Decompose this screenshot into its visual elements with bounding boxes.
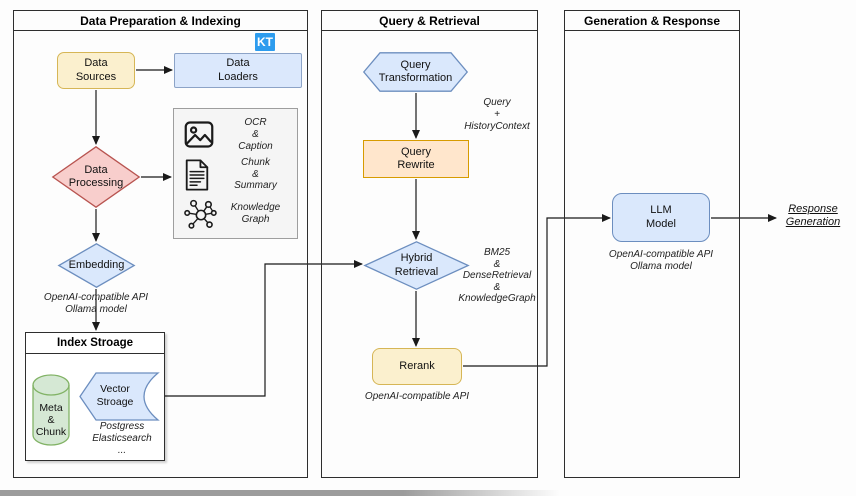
arrow-vector-storage-to-hybrid-retrieval <box>159 260 363 397</box>
vector-storage-shape <box>79 372 160 421</box>
image-icon <box>184 121 222 148</box>
node-hybrid-retrieval: Hybrid Retrieval <box>394 252 439 278</box>
node-vector-storage: Vector Stroage <box>96 383 134 408</box>
document-icon <box>184 158 222 191</box>
query-transformation-hexagon <box>362 52 469 92</box>
processing-methods-box: OCR & Caption Chunk & Summary <box>173 108 298 239</box>
meta-chunk-cylinder <box>32 374 70 446</box>
graph-icon <box>184 198 222 230</box>
index-storage-title: Index Stroage <box>26 333 164 354</box>
processing-label-chunk: Chunk & Summary <box>234 156 277 192</box>
note-rerank-api: OpenAI-compatible API <box>364 391 470 402</box>
processing-label-ocr: OCR & Caption <box>238 117 273 152</box>
section-query-retrieval: Query & Retrieval <box>321 10 538 478</box>
section-title-generation-response: Generation & Response <box>565 11 739 31</box>
node-embedding: Embedding <box>68 258 125 271</box>
data-processing-diamond <box>51 146 141 208</box>
embedding-diamond <box>57 243 136 288</box>
processing-row-ocr: OCR & Caption <box>184 115 289 155</box>
node-data-loaders: Data Loaders <box>174 53 302 88</box>
bottom-edge-artifact <box>0 490 560 496</box>
node-llm-model: LLM Model <box>612 193 710 242</box>
hybrid-retrieval-diamond <box>363 241 470 290</box>
node-query-transformation: Query Transformation <box>378 58 453 84</box>
label-response-generation: Response Generation <box>785 203 841 228</box>
processing-row-chunk: Chunk & Summary <box>184 155 289 195</box>
note-query-context: Query + HistoryContext <box>464 97 530 132</box>
kt-logo: KT <box>255 33 275 51</box>
arrow-rerank-to-llm-model <box>463 214 611 367</box>
note-embedding-api: OpenAI-compatible API Ollama model <box>43 292 149 315</box>
note-vector-backends: Postgress Elasticsearch ... <box>92 421 152 456</box>
processing-row-knowledge-graph: Knowledge Graph <box>184 194 289 234</box>
node-query-rewrite: Query Rewrite <box>363 140 469 178</box>
node-meta-chunk: Meta & Chunk <box>35 401 67 439</box>
section-generation-response: Generation & Response <box>564 10 740 478</box>
section-title-query-retrieval: Query & Retrieval <box>322 11 537 31</box>
section-title-data-preparation: Data Preparation & Indexing <box>14 11 307 31</box>
section-data-preparation: Data Preparation & Indexing <box>13 10 308 478</box>
note-llm-api: OpenAI-compatible API Ollama model <box>608 249 714 272</box>
note-retrieval-methods: BM25 & DenseRetrieval & KnowledgeGraph <box>458 247 536 304</box>
node-data-processing: Data Processing <box>68 163 124 189</box>
processing-label-knowledge-graph: Knowledge Graph <box>230 202 281 226</box>
node-rerank: Rerank <box>372 348 462 385</box>
node-data-sources: Data Sources <box>57 52 135 89</box>
